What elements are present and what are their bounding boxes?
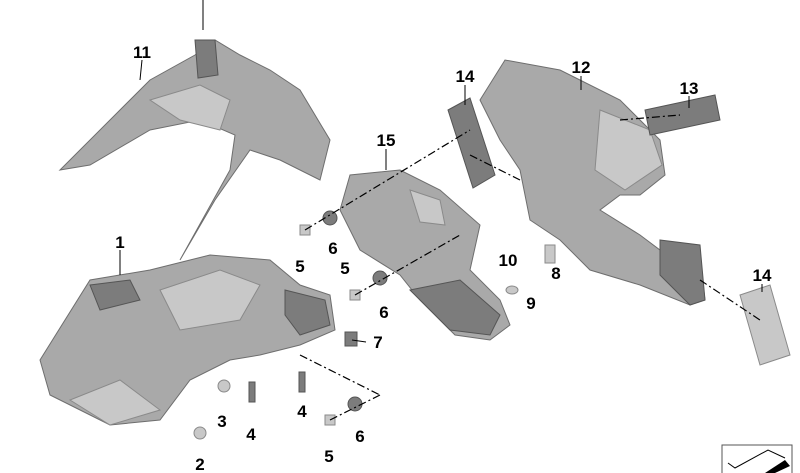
label-5-bottom[interactable]: 5	[324, 447, 333, 466]
part-13-reflector[interactable]	[644, 94, 721, 136]
fasteners	[193, 210, 556, 440]
label-10[interactable]: 10	[499, 251, 518, 270]
label-4-right[interactable]: 4	[297, 402, 307, 421]
label-8[interactable]: 8	[551, 264, 560, 283]
label-5-middle[interactable]: 5	[340, 259, 349, 278]
diagram-symbol-icon	[721, 444, 793, 473]
label-5-top[interactable]: 5	[295, 257, 304, 276]
assembly-axes	[299, 114, 761, 421]
label-4-left[interactable]: 4	[246, 425, 256, 444]
part-14-reflector-bottom[interactable]	[739, 284, 791, 366]
leader-lines	[119, 59, 763, 343]
label-6-top[interactable]: 6	[328, 239, 337, 258]
label-3[interactable]: 3	[217, 412, 226, 431]
label-7[interactable]: 7	[373, 333, 382, 352]
label-6-middle[interactable]: 6	[379, 303, 388, 322]
part-12-plate-holder[interactable]	[479, 59, 706, 306]
part-14-reflector-top[interactable]	[447, 97, 496, 189]
part-11-rear-cover[interactable]	[58, 0, 331, 261]
label-13[interactable]: 13	[680, 79, 699, 98]
label-2[interactable]: 2	[195, 455, 204, 473]
label-14-bottom[interactable]: 14	[753, 266, 772, 285]
label-1[interactable]: 1	[115, 233, 124, 252]
label-12[interactable]: 12	[572, 58, 591, 77]
label-6-bottom[interactable]: 6	[355, 427, 364, 446]
label-15[interactable]: 15	[377, 131, 396, 150]
callout-labels: 11 1 14 12 13 15 6 5 5 6 10 8 9 7 3 4 4 …	[115, 43, 772, 473]
label-9[interactable]: 9	[526, 294, 535, 313]
part-1-carrier[interactable]	[39, 254, 336, 426]
label-14-top[interactable]: 14	[456, 67, 475, 86]
label-11[interactable]: 11	[133, 43, 151, 62]
